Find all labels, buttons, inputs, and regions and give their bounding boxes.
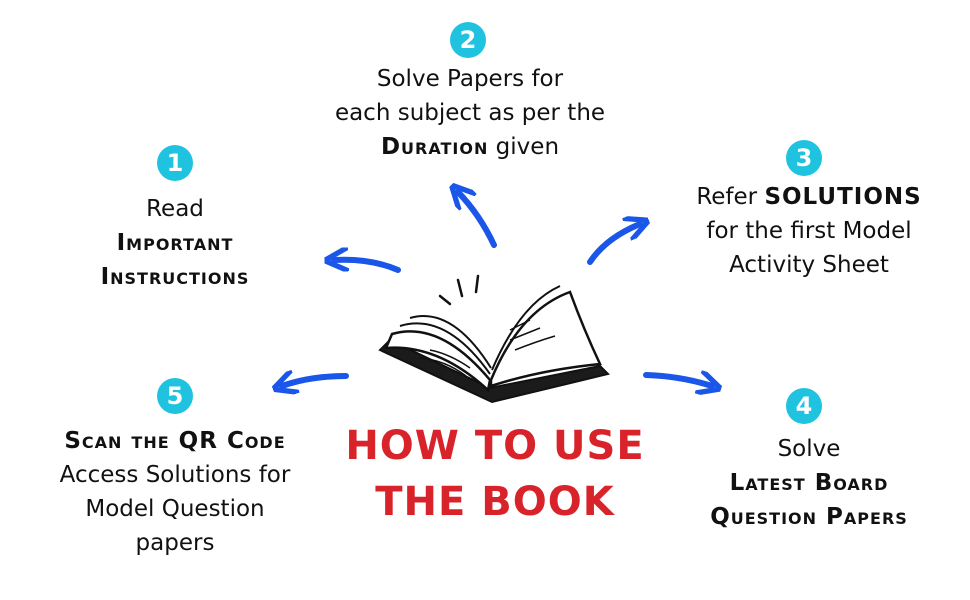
step-4: Solve Latest Board Question Papers [664,432,954,534]
step-5-line-4: papers [135,530,215,556]
step-3-line-2: for the first Model [706,218,912,244]
step-2-line-1: Solve Papers for [376,66,564,92]
step-1-line-3: Instructions [100,264,250,290]
step-3-bold: SOLUTIONS [764,184,922,210]
page-title: HOW TO USE THE BOOK [330,418,660,530]
arrow-to-step-4 [643,375,712,386]
arrow-to-step-5 [282,376,349,386]
step-2-rest: given [488,134,560,160]
step-2-badge: 2 [450,22,486,58]
step-3: Refer SOLUTIONS for the first Model Acti… [664,180,954,282]
step-3-line-3: Activity Sheet [729,252,889,278]
step-2-line-2: each subject as per the [334,100,606,126]
step-3-pre: Refer [696,184,765,210]
step-4-line-3: Question Papers [710,504,908,530]
step-4-line-1: Solve [777,436,841,462]
step-4-line-2: Latest Board [729,470,889,496]
arrow-to-step-2 [458,192,497,248]
step-5-line-3: Model Question [85,496,265,522]
step-2-line-3: Duration given [300,130,640,164]
step-1: Read Important Instructions [40,192,310,294]
step-5-line-1: Scan the QR Code [64,428,286,454]
step-3-line-1: Refer SOLUTIONS [664,180,954,214]
step-1-line-2: Important [116,230,234,256]
step-2: Solve Papers for each subject as per the… [300,62,640,164]
step-5-badge: 5 [157,378,193,414]
title-line-1: HOW TO USE [345,423,645,469]
step-5-line-2: Access Solutions for [59,462,291,488]
step-1-badge: 1 [157,145,193,181]
title-line-2: THE BOOK [375,479,615,525]
step-1-line-1: Read [146,196,204,222]
arrow-to-step-3 [587,224,640,265]
step-3-badge: 3 [786,140,822,176]
arrow-to-step-1 [334,260,401,273]
step-2-bold: Duration [380,134,489,160]
step-5: Scan the QR Code Access Solutions for Mo… [20,424,330,560]
step-4-badge: 4 [786,388,822,424]
open-book-icon [378,274,610,404]
